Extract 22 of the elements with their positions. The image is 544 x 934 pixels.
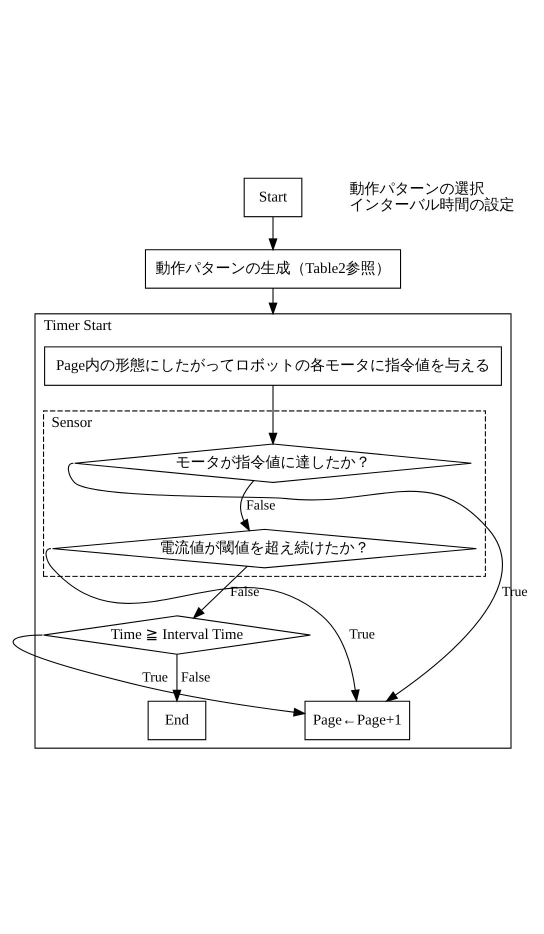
node-box: Start <box>244 177 302 217</box>
node-diamond: 電流値が閾値を超え続けたか？ <box>52 528 477 568</box>
arrow <box>268 385 278 446</box>
edge-label: False <box>230 584 260 600</box>
edge-label: False <box>181 670 210 685</box>
node-label: インターバル時間の設定 <box>349 196 514 213</box>
arrow <box>268 216 278 251</box>
edge-label: True <box>349 627 375 642</box>
arrow <box>240 480 254 532</box>
node-box: Page←Page+1 <box>304 700 410 740</box>
node-box: Page内の形態にしたがってロボットの各モータに指令値を与える <box>44 346 502 386</box>
node-diamond: モータが指令値に達したか？ <box>74 442 472 482</box>
arrow <box>192 565 248 619</box>
node-box: 動作パターンの生成（Table2参照） <box>144 248 402 288</box>
arrow <box>12 634 306 716</box>
node-label: 動作パターンの選択 <box>349 180 484 197</box>
arrow <box>172 654 182 702</box>
edge-label: False <box>246 498 276 514</box>
node-box: End <box>148 700 206 740</box>
node-diamond: Time ≧ Interval Time <box>43 614 311 654</box>
edge-label: True <box>142 670 168 685</box>
arrow <box>268 288 278 315</box>
